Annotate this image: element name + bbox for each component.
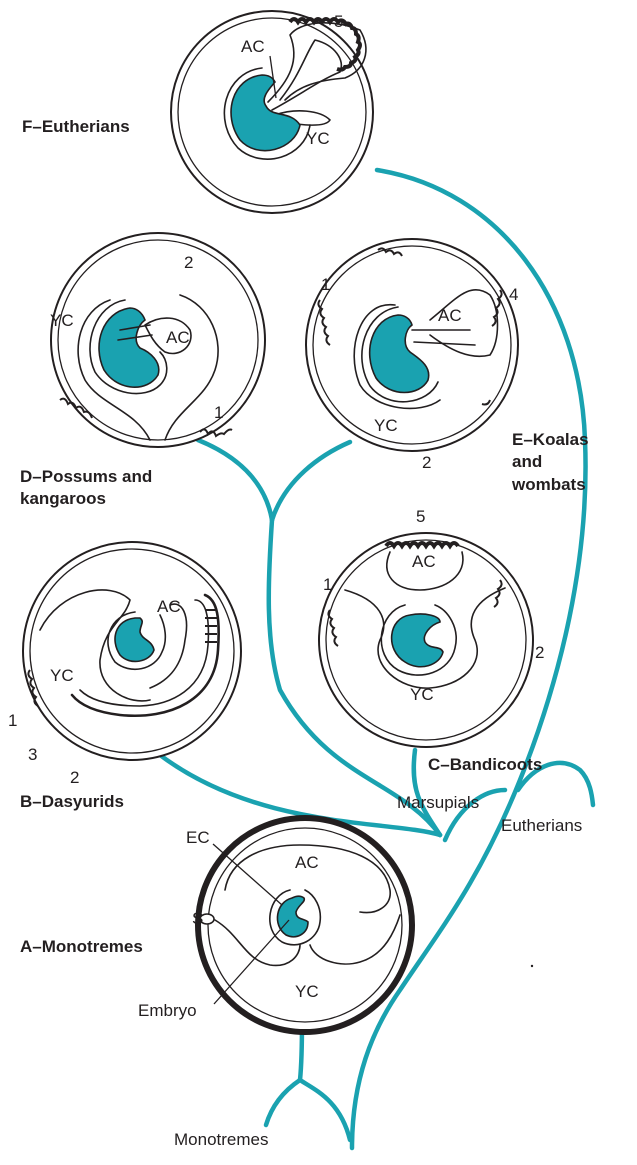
tree-label-eutherians: Eutherians (501, 816, 582, 835)
diagram-c-bandicoots: AC YC 5 1 2 C–Bandicoots (319, 507, 544, 774)
diagram-a-monotremes: EC AC YC S Embryo A–Monotremes (20, 818, 412, 1032)
label-yc: YC (306, 129, 330, 148)
label-5: 5 (334, 12, 343, 31)
label-ac: AC (157, 597, 181, 616)
title-d-line2: kangaroos (20, 489, 106, 508)
title-d-line1: D–Possums and (20, 467, 152, 486)
title-a: A–Monotremes (20, 937, 143, 956)
label-yc: YC (410, 685, 434, 704)
label-embryo: Embryo (138, 1001, 197, 1020)
label-ec: EC (186, 828, 210, 847)
chorion-outer (51, 233, 265, 447)
diagram-d-possums: AC YC 2 1 D–Possums and kangaroos (20, 233, 265, 508)
title-e-line3: wombats (511, 475, 586, 494)
label-1: 1 (214, 403, 223, 422)
label-1: 1 (8, 711, 17, 730)
label-3: 3 (28, 745, 37, 764)
title-b: B–Dasyurids (20, 792, 124, 811)
label-yc: YC (295, 982, 319, 1001)
title-c: C–Bandicoots (428, 755, 542, 774)
title-e-line2: and (512, 452, 542, 471)
chorion-outer (306, 239, 518, 451)
tree-label-marsupials: Marsupials (397, 793, 479, 812)
label-yc: YC (50, 666, 74, 685)
stray-dot (531, 965, 533, 967)
label-5: 5 (416, 507, 425, 526)
diagram-b-dasyurids: AC YC 1 3 2 B–Dasyurids (8, 542, 241, 811)
title-f: F–Eutherians (22, 117, 130, 136)
tree-label-monotremes: Monotremes (174, 1130, 268, 1149)
label-yc: YC (374, 416, 398, 435)
label-ac: AC (166, 328, 190, 347)
label-s: S (192, 909, 203, 928)
label-ac: AC (295, 853, 319, 872)
label-ac: AC (412, 552, 436, 571)
branch-koalas (272, 442, 350, 520)
label-4: 4 (509, 285, 518, 304)
label-1: 1 (323, 575, 332, 594)
branch-monotremes (266, 1080, 350, 1140)
diagram-f-eutherians: AC YC 5 F–Eutherians (22, 11, 373, 213)
label-ac: AC (241, 37, 265, 56)
label-2: 2 (184, 253, 193, 272)
label-2: 2 (422, 453, 431, 472)
label-2: 2 (535, 643, 544, 662)
diagram-e-koalas: AC YC 1 4 2 E–Koalas and wombats (306, 239, 589, 494)
branch-possums (198, 440, 272, 520)
label-ac: AC (438, 306, 462, 325)
label-2: 2 (70, 768, 79, 787)
label-1: 1 (321, 275, 330, 294)
title-e-line1: E–Koalas (512, 430, 589, 449)
label-yc: YC (50, 311, 74, 330)
